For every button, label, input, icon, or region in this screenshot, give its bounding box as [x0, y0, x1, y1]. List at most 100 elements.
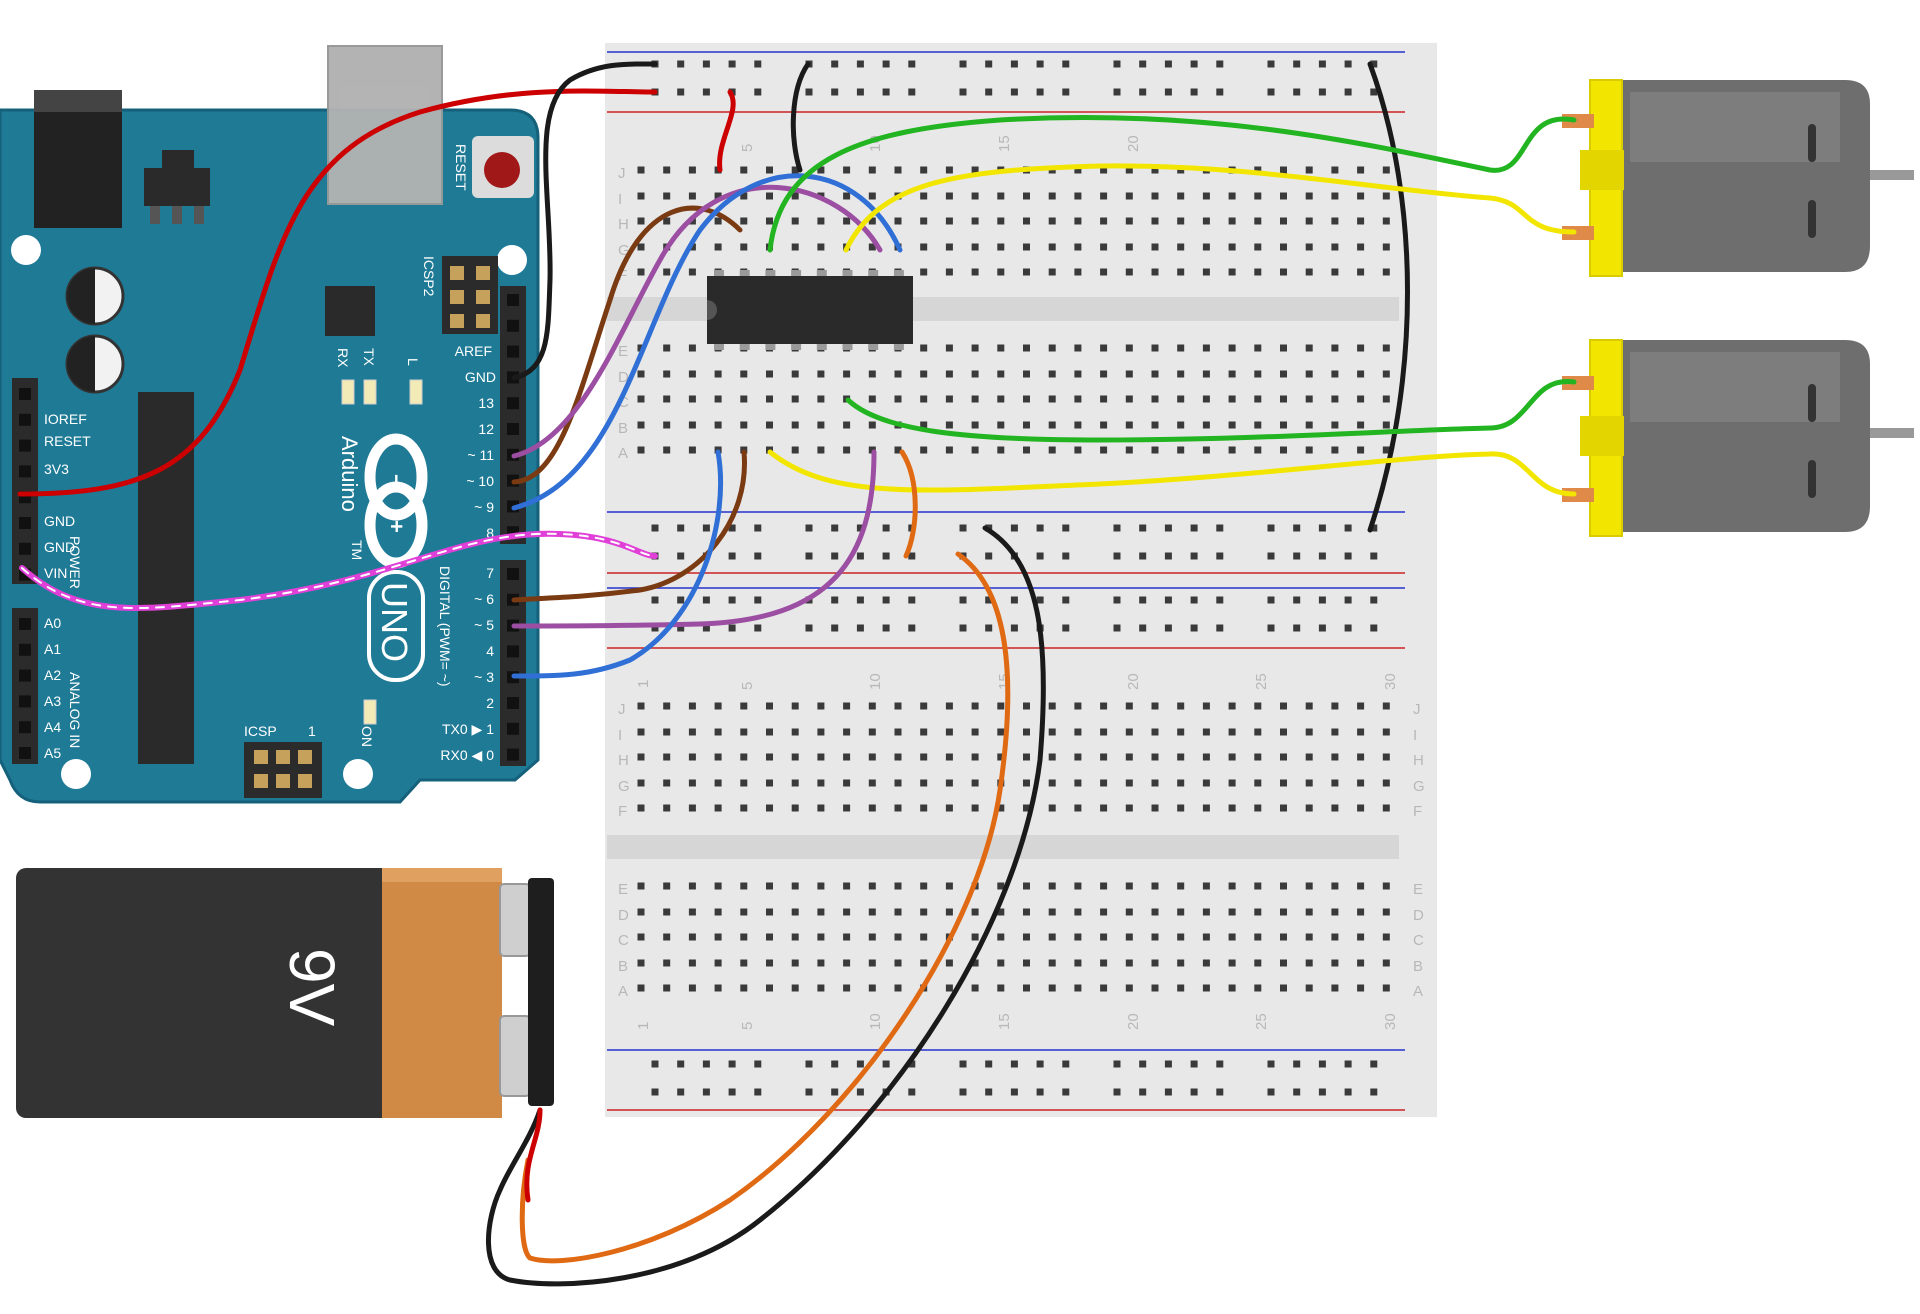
rail-hole — [1190, 524, 1198, 532]
header-socket[interactable] — [507, 423, 519, 435]
breadboard-hole — [843, 421, 851, 429]
rail-hole — [728, 596, 736, 604]
breadboard-hole — [1382, 217, 1390, 225]
header-socket[interactable] — [19, 413, 31, 426]
breadboard-hole — [663, 166, 671, 174]
battery-label: 9V — [276, 948, 348, 1027]
breadboard-hole — [1125, 959, 1133, 967]
row-letter: D — [1413, 907, 1424, 924]
breadboard-hole — [1100, 779, 1108, 787]
breadboard-hole — [894, 908, 902, 916]
breadboard-hole — [817, 702, 825, 710]
chip-pin — [765, 340, 776, 350]
rail-hole — [985, 1060, 993, 1068]
header-socket[interactable] — [19, 517, 31, 529]
digital-pin-label: ~ 11 — [467, 447, 494, 463]
breadboard-hole — [1202, 959, 1210, 967]
header-socket[interactable] — [507, 645, 519, 658]
header-socket[interactable] — [507, 697, 519, 709]
breadboard-hole — [791, 217, 799, 225]
column-number: 30 — [1382, 673, 1399, 690]
digital-pin-label: 7 — [486, 565, 494, 581]
digital-pin-label: ~ 5 — [474, 617, 494, 633]
digital-pin-label: 12 — [478, 421, 494, 437]
breadboard-hole — [997, 882, 1005, 890]
wire-red-jumper — [717, 89, 736, 173]
header-socket[interactable] — [19, 643, 31, 656]
rail-hole — [702, 524, 710, 532]
chip-body — [707, 276, 913, 344]
breadboard-hole — [868, 702, 876, 710]
breadboard-hole — [637, 370, 645, 378]
breadboard-hole — [1202, 804, 1210, 812]
breadboard-hole — [637, 243, 645, 251]
rail-hole — [1267, 524, 1275, 532]
header-socket[interactable] — [507, 319, 519, 332]
breadboard-hole — [637, 217, 645, 225]
header-socket[interactable] — [19, 618, 31, 630]
rail-hole — [856, 88, 864, 96]
breadboard-hole — [1228, 446, 1236, 454]
breadboard-hole — [1074, 804, 1082, 812]
header-socket[interactable] — [19, 465, 31, 478]
rail-hole — [805, 524, 813, 532]
header-socket[interactable] — [19, 542, 31, 555]
board-outline — [0, 108, 540, 804]
breadboard-hole — [920, 908, 928, 916]
rail-hole — [1216, 88, 1224, 96]
row-letter: A — [1413, 983, 1423, 1000]
power-pin-label: 3V3 — [44, 461, 69, 477]
header-socket[interactable] — [507, 294, 519, 306]
header-socket[interactable] — [19, 669, 31, 682]
breadboard-hole — [1357, 421, 1365, 429]
header-socket[interactable] — [19, 439, 31, 452]
breadboard-hole — [1357, 882, 1365, 890]
breadboard-hole — [1382, 728, 1390, 736]
breadboard-hole — [1177, 984, 1185, 992]
breadboard-hole — [1305, 882, 1313, 890]
row-letter: D — [618, 369, 629, 386]
rail-hole — [1344, 524, 1352, 532]
reset-button[interactable] — [484, 152, 520, 188]
motor-vent — [1808, 124, 1816, 162]
rail-hole — [1062, 1088, 1070, 1096]
breadboard-hole — [920, 779, 928, 787]
chip-pin — [739, 340, 750, 350]
header-socket[interactable] — [19, 695, 31, 708]
breadboard-hole — [1048, 395, 1056, 403]
digital-pin-label: AREF — [455, 343, 492, 359]
breadboard-hole — [688, 344, 696, 352]
breadboard-hole — [894, 804, 902, 812]
breadboard-hole — [1280, 243, 1287, 251]
header-socket[interactable] — [507, 568, 519, 580]
breadboard-hole — [868, 804, 876, 812]
header-socket[interactable] — [19, 388, 31, 400]
breadboard-hole — [740, 984, 748, 992]
header-socket[interactable] — [507, 397, 519, 410]
breadboard-hole — [1280, 702, 1287, 710]
breadboard-hole — [971, 779, 979, 787]
header-socket[interactable] — [507, 345, 519, 358]
rail-hole — [831, 524, 839, 532]
header-socket[interactable] — [507, 748, 519, 761]
breadboard-hole — [1202, 779, 1210, 787]
motor-tab — [1580, 416, 1624, 456]
header-socket[interactable] — [19, 721, 31, 734]
breadboard-hole — [740, 908, 748, 916]
header-socket[interactable] — [507, 722, 519, 735]
breadboard-hole — [1280, 728, 1287, 736]
rail-hole — [831, 624, 839, 632]
rail-hole — [1344, 1088, 1352, 1096]
breadboard-hole — [714, 728, 722, 736]
breadboard-hole — [1151, 702, 1159, 710]
breadboard-hole — [1125, 395, 1133, 403]
wire-magenta-vin-highlight — [21, 532, 656, 609]
breadboard-hole — [1331, 882, 1339, 890]
wire-red-power — [17, 88, 658, 497]
rail-hole — [702, 88, 710, 96]
header-socket[interactable] — [19, 747, 31, 759]
breadboard-hole — [971, 192, 979, 200]
rail-hole — [677, 1060, 685, 1068]
breadboard-hole — [1331, 446, 1339, 454]
rail-hole — [1036, 88, 1044, 96]
